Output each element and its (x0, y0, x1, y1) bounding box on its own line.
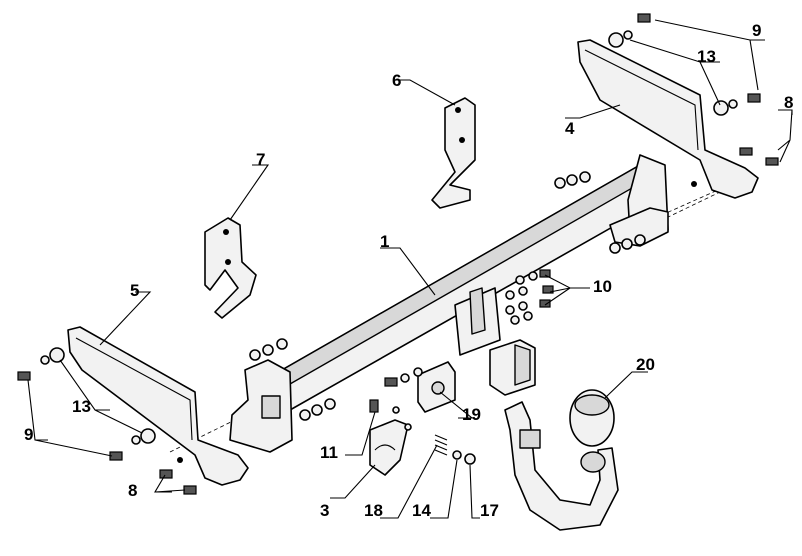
part-label-13-left: 13 (72, 397, 91, 416)
left-bracket-arm (204, 217, 257, 319)
right-side-bracket (577, 39, 759, 199)
leader-lines (27, 19, 793, 519)
chain-hook-plate (369, 419, 409, 476)
part-label-18: 18 (364, 501, 383, 520)
alignment-line (654, 177, 746, 219)
left-side-bracket (67, 326, 249, 486)
part-labels: 1 3 4 5 6 7 8 8 9 9 10 11 13 13 14 17 18… (24, 21, 793, 520)
tow-ball (569, 389, 615, 447)
part-label-8-right: 8 (784, 93, 793, 112)
main-cross-beam (229, 154, 669, 453)
part-label-9-left: 9 (24, 425, 33, 444)
part-label-10: 10 (593, 277, 612, 296)
fasteners (17, 13, 779, 495)
part-label-20: 20 (636, 355, 655, 374)
part-label-3: 3 (320, 501, 329, 520)
part-label-7: 7 (256, 150, 265, 169)
part-label-8-left: 8 (128, 481, 137, 500)
part-label-1: 1 (380, 232, 389, 251)
part-label-4: 4 (565, 119, 575, 138)
part-label-11: 11 (320, 443, 338, 462)
part-label-5: 5 (130, 281, 139, 300)
spring (434, 434, 448, 456)
upper-bracket-arm (431, 97, 476, 209)
part-label-17: 17 (480, 501, 499, 520)
socket-housing (489, 339, 536, 396)
part-label-6: 6 (392, 71, 401, 90)
ball-neck (504, 401, 619, 531)
part-label-9-right: 9 (752, 21, 761, 40)
mounting-plate (417, 361, 456, 413)
part-label-19: 19 (462, 405, 481, 424)
part-label-14: 14 (412, 501, 431, 520)
part-label-13-right: 13 (697, 47, 716, 66)
